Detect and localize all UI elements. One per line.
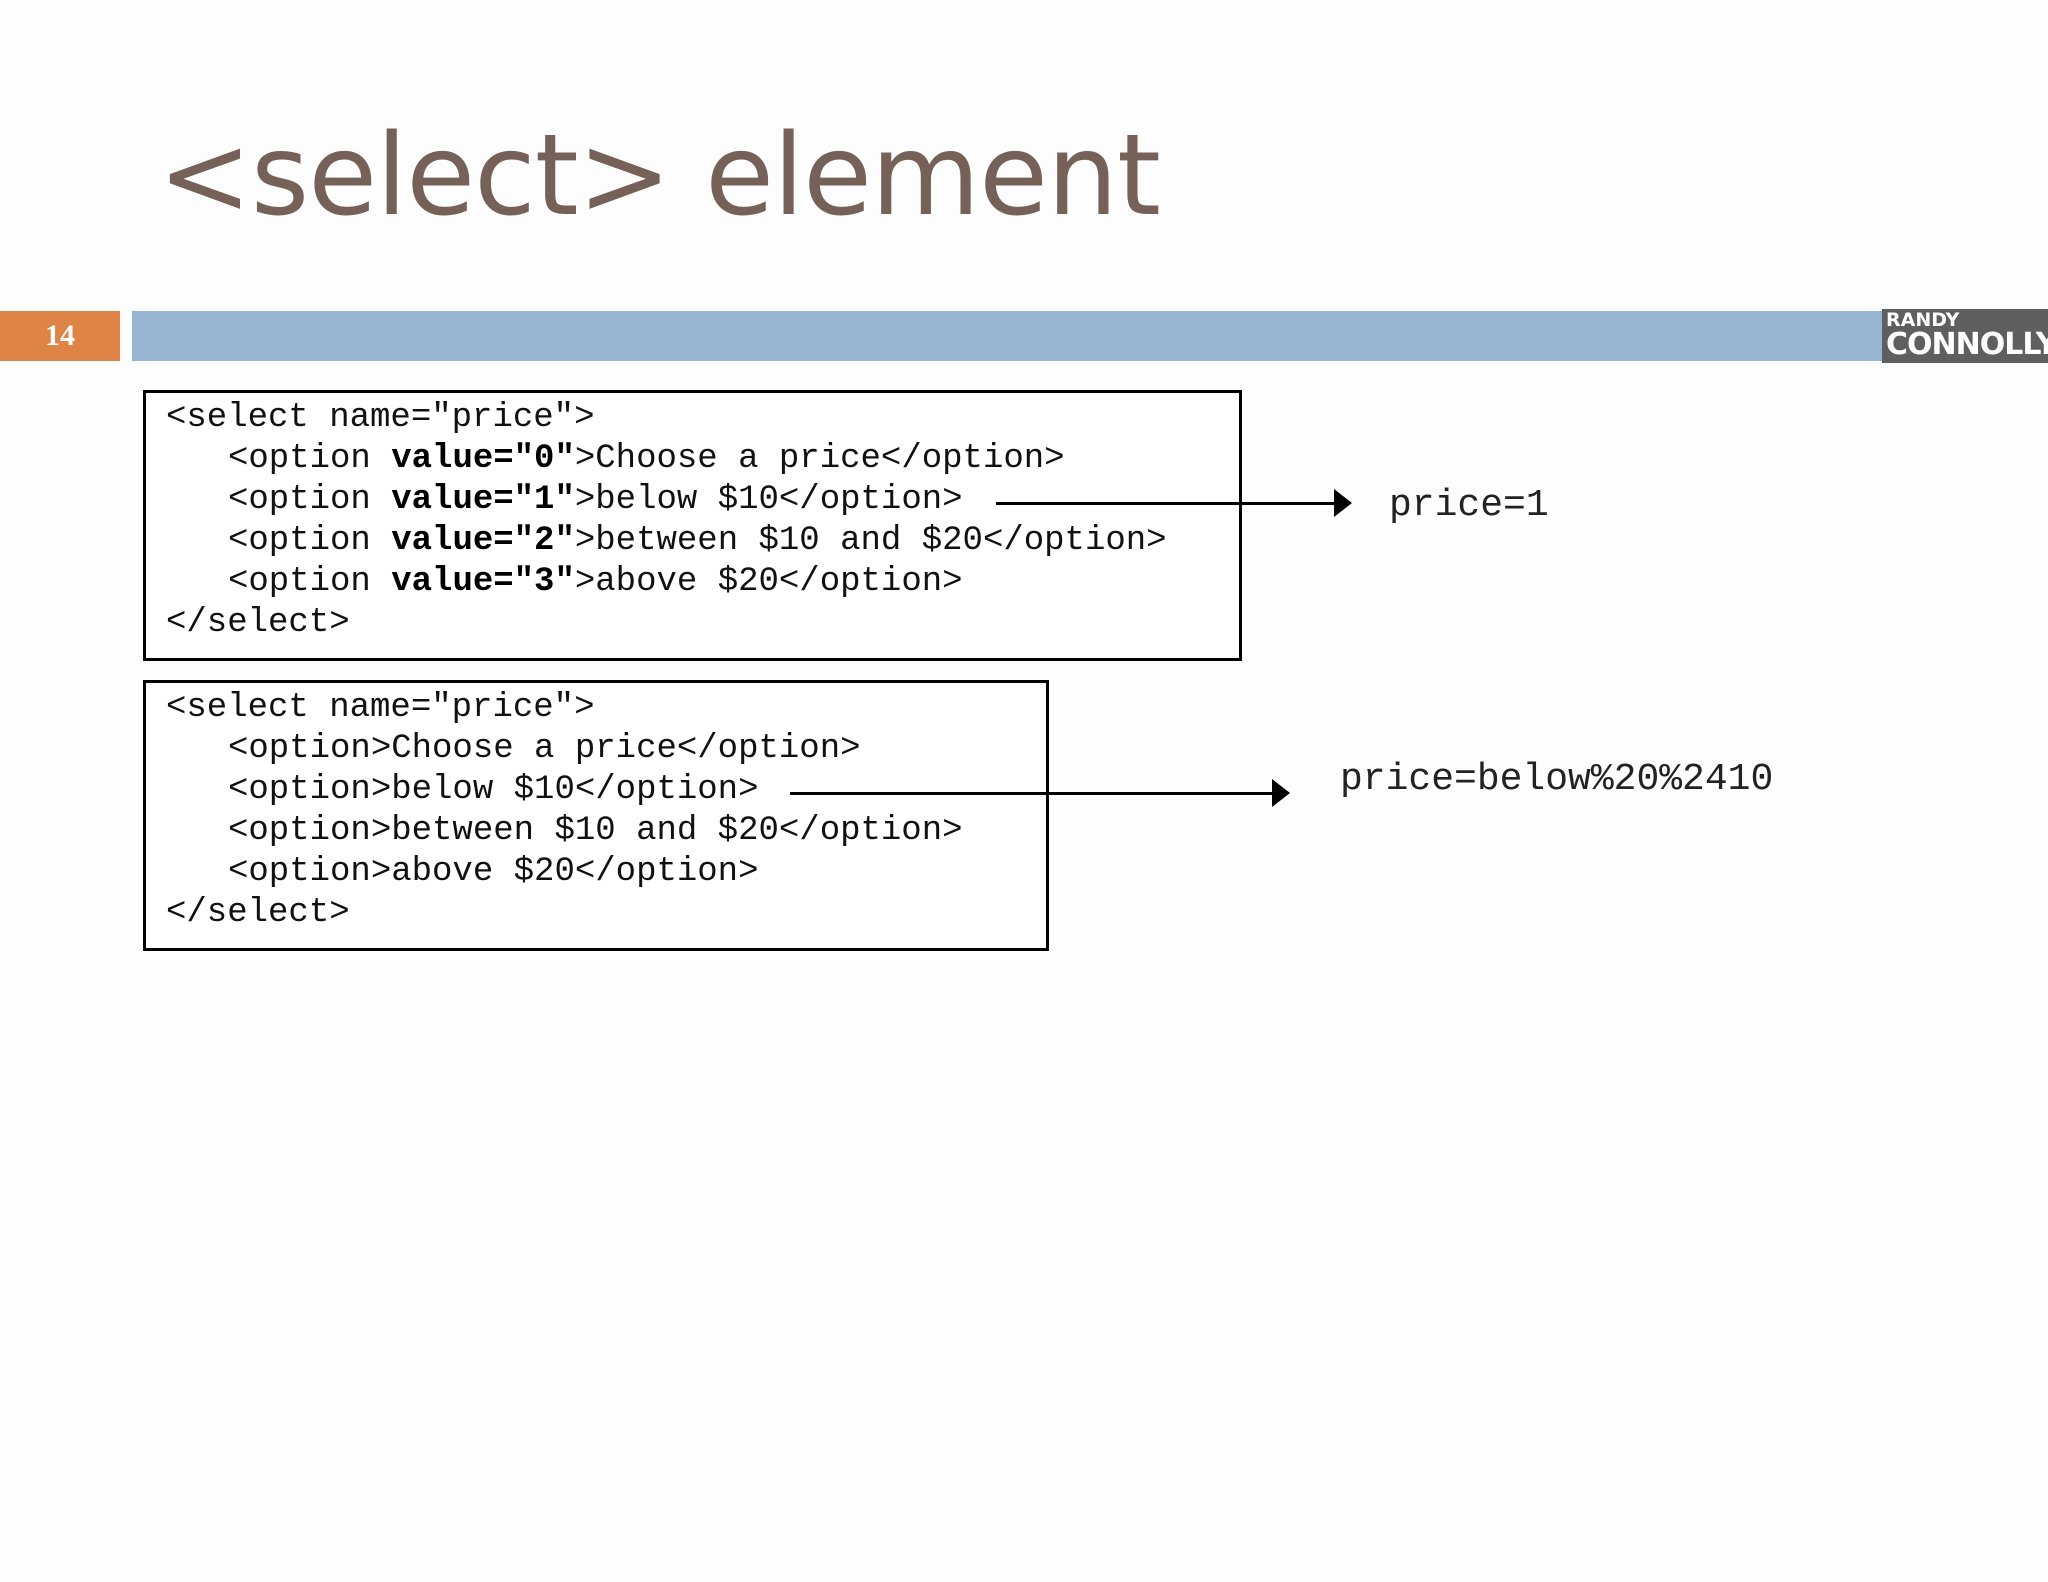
code-line: <option>above $20</option> [166, 852, 1046, 893]
slide-title: <select> element [158, 111, 1161, 241]
arrow-right-icon [996, 489, 1352, 517]
code-text: >between $10 and $20</option> [574, 522, 1167, 560]
code-text: <select name="price"> [166, 399, 595, 437]
code-text: <option [228, 481, 392, 519]
code-line: <option value="2">between $10 and $20</o… [166, 521, 1239, 562]
code-line: <select name="price"> [166, 398, 1239, 439]
header-bar [132, 311, 1882, 361]
author-logo: RANDY CONNOLLY [1882, 309, 2048, 363]
code-box-with-values: <select name="price"> <option value="0">… [143, 390, 1242, 661]
code-text: <option>Choose a price</option> [228, 730, 861, 768]
code-value-attr: value="2" [391, 522, 575, 560]
code-line: <option value="0">Choose a price</option… [166, 439, 1239, 480]
code-line: <option value="3">above $20</option> [166, 562, 1239, 603]
code-line: </select> [166, 603, 1239, 644]
code-text: <option>between $10 and $20</option> [228, 812, 963, 850]
code-line: <option>Choose a price</option> [166, 729, 1046, 770]
code-text: </select> [166, 604, 350, 642]
code-text: <option>below $10</option> [228, 771, 759, 809]
code-box-without-values: <select name="price"> <option>Choose a p… [143, 680, 1049, 951]
code-text: <option>above $20</option> [228, 853, 759, 891]
code-text: </select> [166, 894, 350, 932]
code-text: <option [228, 563, 392, 601]
code-text: >Choose a price</option> [574, 440, 1065, 478]
code-text: >below $10</option> [574, 481, 963, 519]
query-result: price=1 [1389, 484, 1549, 527]
logo-first-name: RANDY [1886, 309, 1960, 331]
code-text: <select name="price"> [166, 689, 595, 727]
slide-number: 14 [0, 311, 120, 361]
code-text: <option [228, 522, 392, 560]
code-text: <option [228, 440, 392, 478]
code-value-attr: value="3" [391, 563, 575, 601]
code-line: </select> [166, 893, 1046, 934]
arrow-right-icon [790, 779, 1290, 807]
code-line: <option>between $10 and $20</option> [166, 811, 1046, 852]
code-value-attr: value="0" [391, 440, 575, 478]
code-line: <option value="1">below $10</option> [166, 480, 1239, 521]
code-value-attr: value="1" [391, 481, 575, 519]
code-line: <option>below $10</option> [166, 770, 1046, 811]
query-result: price=below%20%2410 [1340, 758, 1774, 801]
code-text: >above $20</option> [574, 563, 963, 601]
code-line: <select name="price"> [166, 688, 1046, 729]
logo-last-name: CONNOLLY [1886, 327, 2048, 362]
